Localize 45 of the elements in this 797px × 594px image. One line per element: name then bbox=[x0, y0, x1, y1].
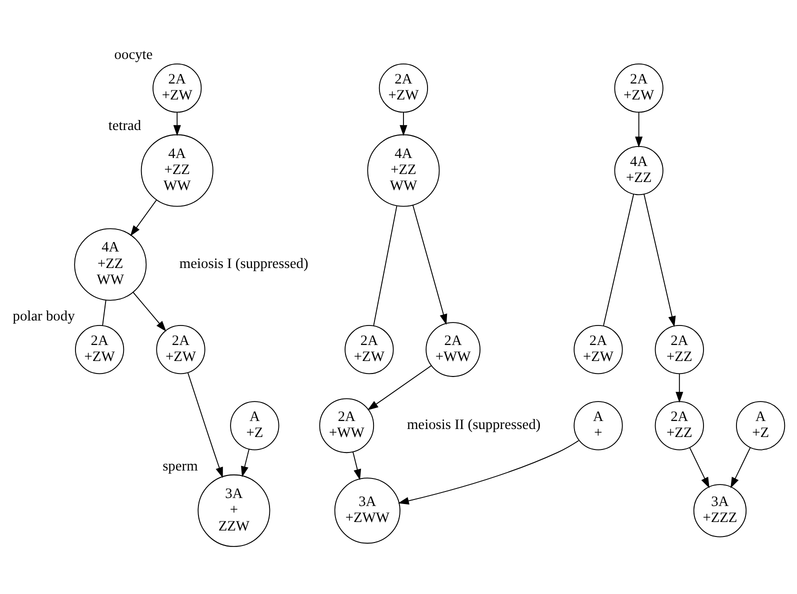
node-circle: A +Z bbox=[736, 401, 786, 450]
node-circle: 2A +WW bbox=[319, 398, 374, 454]
node-label: polar body bbox=[12, 308, 75, 325]
node-circle: 2A +ZW bbox=[152, 64, 202, 113]
node-circle: 2A +WW bbox=[426, 322, 480, 377]
label: meiosis II (suppressed) bbox=[406, 417, 541, 434]
node-circle: 4A +ZZ WW bbox=[367, 134, 440, 207]
node-circle: 4A +ZZ WW bbox=[140, 134, 214, 207]
node-circle: 2A +ZW bbox=[344, 324, 394, 374]
node-circle: 4A +ZZ WW bbox=[74, 228, 147, 301]
arrow bbox=[400, 112, 408, 136]
node-circle: 2A +ZW bbox=[156, 324, 206, 374]
arrow bbox=[644, 194, 676, 327]
arrow bbox=[241, 448, 250, 478]
node-circle: 2A +ZW bbox=[574, 324, 623, 374]
arrow bbox=[367, 365, 432, 410]
label: meiosis I (suppressed) bbox=[179, 256, 308, 272]
node-circle: 2A +ZW bbox=[378, 64, 428, 113]
node-label: sperm bbox=[162, 458, 198, 474]
node-circle: 4A +ZZ bbox=[614, 146, 664, 196]
connector bbox=[373, 206, 398, 326]
arrow bbox=[130, 199, 157, 236]
arrow bbox=[398, 440, 580, 505]
node-circle: 3A +ZZZ bbox=[693, 484, 747, 538]
arrow bbox=[132, 292, 166, 332]
node-circle: 3A +ZWW bbox=[334, 478, 400, 544]
node-circle: A +Z bbox=[230, 401, 280, 450]
arrow bbox=[635, 112, 643, 148]
node-circle: 2A +ZZ bbox=[654, 401, 704, 450]
arrow bbox=[173, 112, 181, 136]
node-circle: 2A +ZZ bbox=[654, 324, 704, 374]
arrow bbox=[730, 448, 751, 488]
node-circle: A + bbox=[574, 401, 623, 450]
arrow bbox=[689, 448, 710, 488]
node-label: oocyte bbox=[114, 47, 153, 64]
arrow bbox=[412, 204, 448, 325]
node-label: tetrad bbox=[108, 118, 142, 134]
arrow bbox=[187, 372, 223, 478]
node-circle: 2A +ZW bbox=[75, 324, 124, 374]
connector bbox=[603, 194, 634, 326]
arrow bbox=[676, 374, 684, 403]
arrow bbox=[352, 451, 362, 480]
connector bbox=[102, 300, 106, 326]
node-circle: 2A +ZW bbox=[614, 64, 664, 113]
node-circle: 3A + ZZW bbox=[198, 474, 270, 547]
